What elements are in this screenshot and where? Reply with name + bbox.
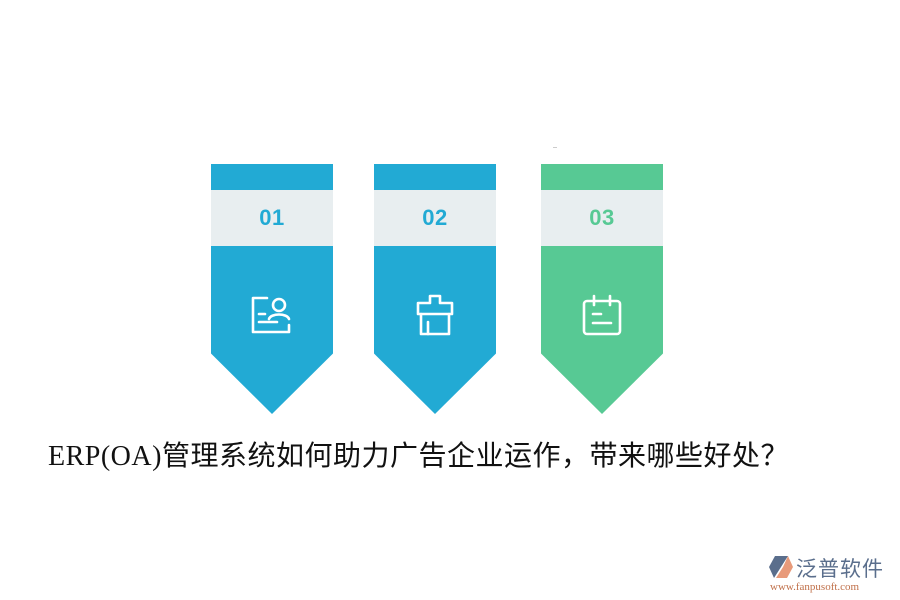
card-number: 01 bbox=[259, 205, 285, 230]
card-arrow-body bbox=[541, 246, 663, 414]
card-number-band: 02 bbox=[374, 190, 496, 246]
card-top-bar bbox=[374, 164, 496, 190]
step-card-02: 02 bbox=[374, 164, 496, 414]
fanpu-logo-icon bbox=[769, 556, 793, 578]
brand-logo: 泛普软件 www.fanpusoft.com bbox=[768, 553, 898, 597]
card-top-bar bbox=[541, 164, 663, 190]
card-arrow-body bbox=[211, 246, 333, 414]
card-number: 02 bbox=[422, 205, 448, 230]
brand-name: 泛普软件 bbox=[796, 557, 884, 581]
calendar-note-icon bbox=[582, 294, 622, 336]
card-number-band: 01 bbox=[211, 190, 333, 246]
step-card-03: 03 bbox=[541, 164, 663, 414]
gift-box-icon bbox=[416, 294, 454, 336]
page-title: ERP(OA)管理系统如何助力广告企业运作，带来哪些好处？ bbox=[48, 441, 789, 472]
step-card-01: 01 bbox=[211, 164, 333, 414]
card-number-band: 03 bbox=[541, 190, 663, 246]
card-number: 03 bbox=[589, 205, 615, 230]
card-top-bar bbox=[211, 164, 333, 190]
user-document-icon bbox=[251, 296, 291, 334]
decorative-dash bbox=[553, 147, 557, 148]
brand-url: www.fanpusoft.com bbox=[770, 581, 860, 593]
card-arrow-body bbox=[374, 246, 496, 414]
